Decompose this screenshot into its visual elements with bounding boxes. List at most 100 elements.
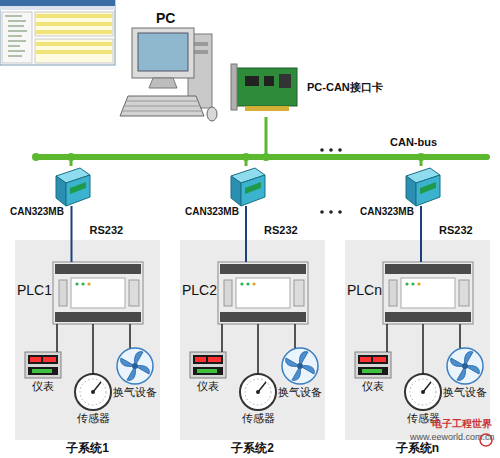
- signal-wire: [294, 324, 296, 348]
- field-device: 换气设备: [282, 348, 318, 384]
- converter-module: CAN323MB: [227, 166, 265, 206]
- bus-junctions: [32, 153, 425, 161]
- pcb-board: [235, 68, 297, 106]
- node-label: 仪表: [11, 380, 75, 393]
- chip: [264, 76, 274, 86]
- interface-label: RS232: [439, 224, 473, 237]
- subsystem-devices: [190, 262, 318, 410]
- subsystem-panel: 子系统nPLCn仪表传感器换气设备: [345, 240, 490, 440]
- signal-wire: [92, 324, 94, 374]
- node-label: 换气设备: [268, 386, 332, 399]
- node-label: 换气设备: [103, 386, 167, 399]
- field-device: 仪表: [190, 352, 226, 378]
- computer-node: PC: [130, 10, 215, 122]
- field-device: 传感器: [240, 374, 276, 410]
- node-label: 子系统2: [180, 442, 325, 456]
- watermark-logo: [480, 434, 492, 446]
- monitor: [132, 28, 194, 78]
- converter-module: CAN323MB: [52, 166, 90, 206]
- subsystem-devices: [355, 262, 483, 410]
- interface-label: RS232: [90, 224, 124, 237]
- monitor-stand: [149, 78, 177, 88]
- node-label: 子系统n: [345, 442, 490, 456]
- signal-wire: [386, 324, 388, 352]
- pc-illustration: [120, 28, 217, 121]
- field-device: 仪表: [355, 352, 391, 378]
- signal-wire: [221, 324, 223, 352]
- software-screenshot: [0, 0, 115, 65]
- drive-bay: [192, 50, 208, 54]
- plc-unit: PLC2: [218, 262, 308, 324]
- converter-module: CAN323MB: [402, 166, 440, 206]
- data-row: [36, 42, 112, 46]
- signal-wire: [257, 324, 259, 374]
- node-label: PLC1: [17, 282, 52, 298]
- data-row: [36, 22, 112, 26]
- data-pane: [35, 12, 113, 36]
- serial-link: [71, 206, 73, 262]
- serial-link: [245, 206, 247, 262]
- can-bus-line: CAN-bus: [35, 154, 490, 160]
- can323mb-module: [231, 168, 265, 206]
- node-label: 仪表: [341, 380, 405, 393]
- node-label: CAN-bus: [390, 136, 437, 149]
- node-label: CAN323MB: [360, 206, 414, 218]
- subsystem-panel: 子系统1PLC1仪表传感器换气设备: [15, 240, 160, 440]
- node-label: CAN323MB: [10, 206, 64, 218]
- data-pane: [35, 39, 113, 63]
- bus-drop-line: [70, 160, 73, 166]
- plc-unit: PLC1: [53, 262, 143, 324]
- pc-tower: [188, 34, 212, 108]
- subsystem-devices: [25, 262, 153, 410]
- node-label: 换气设备: [433, 386, 497, 399]
- field-device: 换气设备: [447, 348, 483, 384]
- interface-card: PC-CAN接口卡: [233, 62, 299, 117]
- data-row: [36, 30, 112, 34]
- gold-fingers: [245, 106, 289, 111]
- node-label: PLCn: [347, 282, 382, 298]
- node-label: PLC2: [182, 282, 217, 298]
- bus-drop-line: [265, 117, 268, 154]
- node-label: CAN323MB: [185, 206, 239, 218]
- chip: [279, 74, 291, 88]
- keyboard-keys: [122, 101, 202, 111]
- field-device: 传感器: [75, 374, 111, 410]
- can323mb-module: [56, 168, 90, 206]
- tree-pane: [2, 12, 32, 63]
- node-label: 子系统1: [15, 442, 160, 456]
- drive-bay: [192, 42, 208, 46]
- plc-unit: PLCn: [383, 262, 473, 324]
- field-device: 传感器: [405, 374, 441, 410]
- tree-lines: [5, 16, 27, 56]
- node-label: 传感器: [226, 412, 290, 425]
- node-label: 仪表: [176, 380, 240, 393]
- data-row: [36, 50, 112, 54]
- window-toolbar: [0, 6, 115, 10]
- watermark-text: 电子工程世界: [432, 418, 492, 430]
- window-frame: [0, 0, 115, 65]
- pc-can-card: [231, 64, 297, 111]
- field-device: 仪表: [25, 352, 61, 378]
- chip: [245, 76, 259, 86]
- bus-drop-line: [245, 160, 248, 166]
- signal-wire: [459, 324, 461, 348]
- watermark-text: www.eeworld.com.cn: [410, 432, 495, 442]
- interface-label: RS232: [264, 224, 298, 237]
- monitor-screen: [138, 33, 188, 71]
- node-label: PC: [156, 10, 175, 26]
- continuation-dots: [320, 148, 342, 214]
- node-label: 传感器: [61, 412, 125, 425]
- signal-wire: [422, 324, 424, 374]
- field-device: 换气设备: [117, 348, 153, 384]
- keyboard: [120, 96, 204, 116]
- node-label: PC-CAN接口卡: [307, 81, 383, 94]
- bus-drop-line: [420, 160, 423, 166]
- can323mb-module: [406, 168, 440, 206]
- signal-wire: [56, 324, 58, 352]
- signal-wire: [129, 324, 131, 348]
- card-bracket: [231, 64, 237, 110]
- subsystem-panel: 子系统2PLC2仪表传感器换气设备: [180, 240, 325, 440]
